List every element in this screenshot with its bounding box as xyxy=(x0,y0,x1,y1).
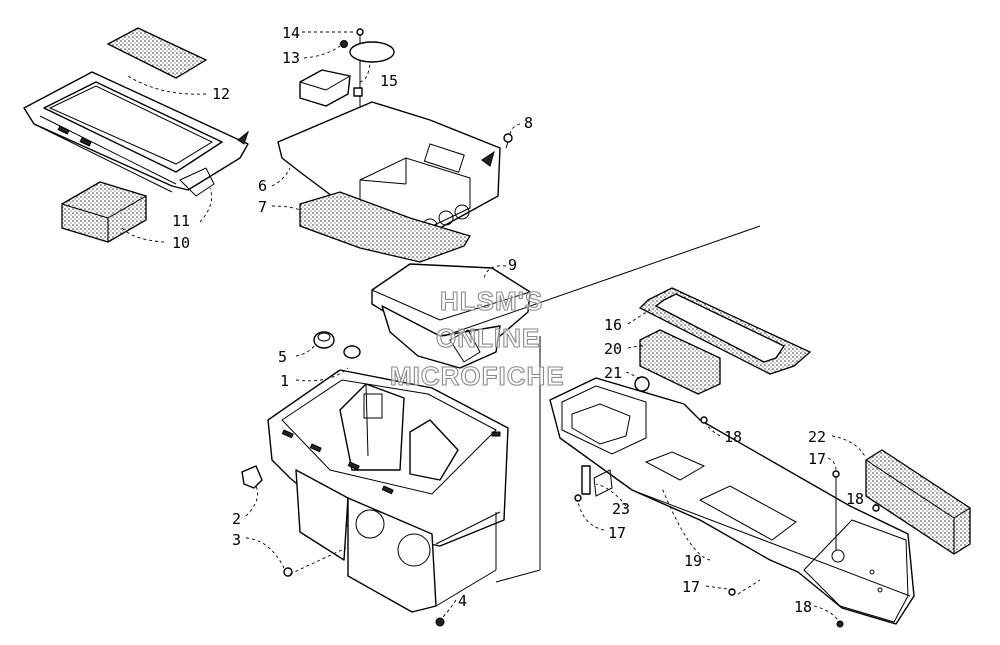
part-23-bracket xyxy=(581,465,613,497)
callout-labels: 14 13 15 12 8 6 7 11 10 9 5 1 2 3 4 16 2… xyxy=(172,24,864,616)
part-19-console xyxy=(549,377,915,625)
part-21-plug xyxy=(634,376,650,392)
watermark: HLSM'S ONLINE MICROFICHE xyxy=(389,285,565,391)
callout-18-right: 18 xyxy=(846,490,864,508)
leader-lines xyxy=(121,31,877,621)
part-11-silencer-cover xyxy=(23,71,250,197)
callout-4: 4 xyxy=(458,592,467,610)
callout-16: 16 xyxy=(604,316,622,334)
callout-19: 19 xyxy=(684,552,702,570)
callout-3: 3 xyxy=(232,531,241,549)
callout-21: 21 xyxy=(604,364,622,382)
part-16-gasket-frame xyxy=(638,287,812,375)
callout-5: 5 xyxy=(278,348,287,366)
callout-12: 12 xyxy=(212,85,230,103)
callout-22: 22 xyxy=(808,428,826,446)
callout-17-bottom: 17 xyxy=(682,578,700,596)
callout-23: 23 xyxy=(612,500,630,518)
callout-18-top: 18 xyxy=(724,428,742,446)
part-4-nut xyxy=(435,617,445,627)
part-1-airbox xyxy=(267,345,509,613)
callout-14: 14 xyxy=(282,24,300,42)
callout-17-left: 17 xyxy=(608,524,626,542)
callout-1: 1 xyxy=(280,372,289,390)
callout-2: 2 xyxy=(232,510,241,528)
callout-13: 13 xyxy=(282,49,300,67)
callout-8: 8 xyxy=(524,114,533,132)
part-9-upper-box xyxy=(371,263,531,369)
part-2-clip xyxy=(241,465,263,489)
callout-9: 9 xyxy=(508,256,517,274)
part-5-grommet xyxy=(313,331,335,349)
watermark-line-3: MICROFICHE xyxy=(390,361,565,391)
callout-10: 10 xyxy=(172,234,190,252)
callout-7: 7 xyxy=(258,198,267,216)
assembly-boundary-lines xyxy=(443,225,761,583)
part-20-foam-pad xyxy=(639,329,721,395)
callout-15: 15 xyxy=(380,72,398,90)
part-8-screw xyxy=(503,133,513,149)
callout-20: 20 xyxy=(604,340,622,358)
part-12-foam-pad xyxy=(106,27,208,79)
part-3-screw xyxy=(283,567,293,577)
hardware-17-18-fasteners xyxy=(574,416,880,628)
callout-17-right: 17 xyxy=(808,450,826,468)
callout-18-bottom: 18 xyxy=(794,598,812,616)
callout-6: 6 xyxy=(258,177,267,195)
part-22-foam-strip xyxy=(865,449,971,555)
part-7-foam-seal xyxy=(299,191,471,263)
watermark-line-1: HLSM'S xyxy=(440,286,543,316)
callout-11: 11 xyxy=(172,212,190,230)
part-10-foam-block xyxy=(61,181,147,243)
part-6-base-plate xyxy=(277,101,501,234)
watermark-line-2: ONLINE xyxy=(436,323,540,353)
